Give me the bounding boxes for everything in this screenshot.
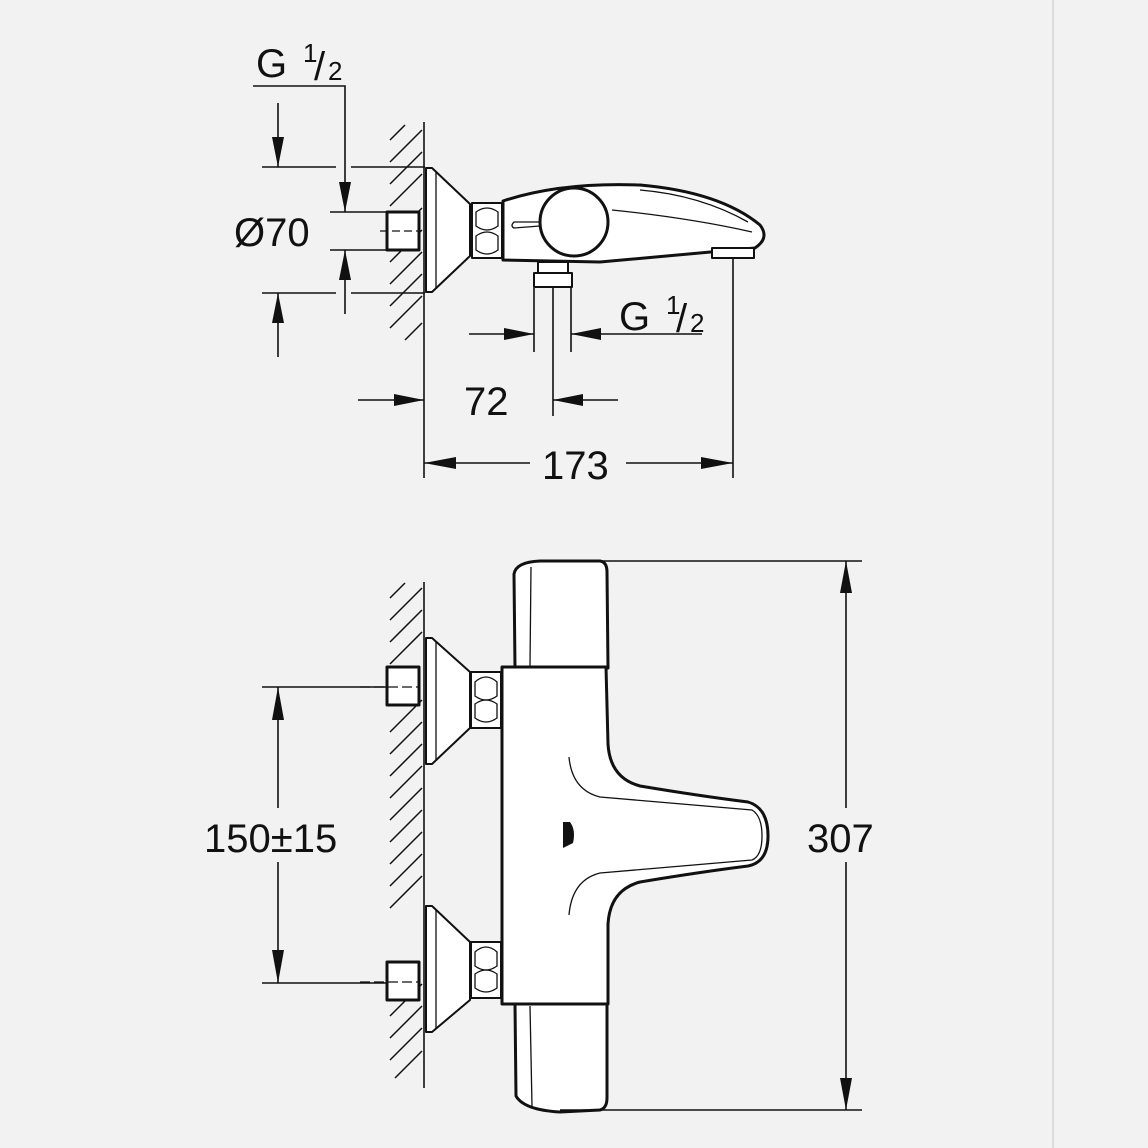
- svg-text:2: 2: [690, 308, 704, 338]
- inlet-thread-dim: G 1 / 2: [253, 38, 351, 212]
- escutcheon-diameter-dim: Ø70: [234, 103, 425, 357]
- height-label: 307: [807, 817, 874, 861]
- temperature-indicator: [563, 822, 574, 848]
- outlet-offset-dim: 72: [358, 288, 618, 424]
- offset-label: 72: [464, 380, 509, 424]
- svg-text:1: 1: [666, 290, 680, 320]
- top-cap: [512, 559, 610, 670]
- thread-label-outlet: G: [619, 295, 650, 339]
- escutcheon-upper: [425, 637, 471, 765]
- height-dim: 307: [560, 560, 874, 1111]
- svg-text:1: 1: [303, 38, 317, 68]
- escutcheon: [425, 167, 471, 293]
- inlet-pipe-upper: [385, 665, 421, 707]
- svg-text:/: /: [314, 45, 326, 89]
- bottom-cap: [513, 1002, 609, 1114]
- escutcheon-lower: [425, 905, 471, 1033]
- thermostat-knob-side: [538, 186, 610, 258]
- page-edge-divider: [1052, 0, 1054, 1148]
- inlet-pipe-lower: [385, 960, 421, 1002]
- front-view: 150±15 307: [204, 559, 874, 1114]
- svg-text:2: 2: [328, 56, 342, 86]
- projection-dim: 173: [423, 258, 734, 488]
- outlet-thread-dim: G 1 / 2: [469, 288, 704, 352]
- wall-hatch-bottom: [389, 582, 425, 1088]
- spout-outlet: [711, 247, 755, 259]
- svg-text:/: /: [676, 297, 688, 341]
- mixer-body-front: [500, 665, 770, 1006]
- projection-label: 173: [542, 444, 609, 488]
- diameter-label: Ø70: [234, 211, 310, 255]
- side-view: G 1 / 2 Ø70: [234, 38, 766, 488]
- inlet-pipe-stub: [385, 210, 421, 252]
- inlet-spacing-dim: 150±15: [204, 686, 387, 984]
- thread-label-top: G: [256, 42, 287, 86]
- outlet-connector-nut: [533, 272, 573, 288]
- inlet-spacing-label: 150±15: [204, 817, 337, 861]
